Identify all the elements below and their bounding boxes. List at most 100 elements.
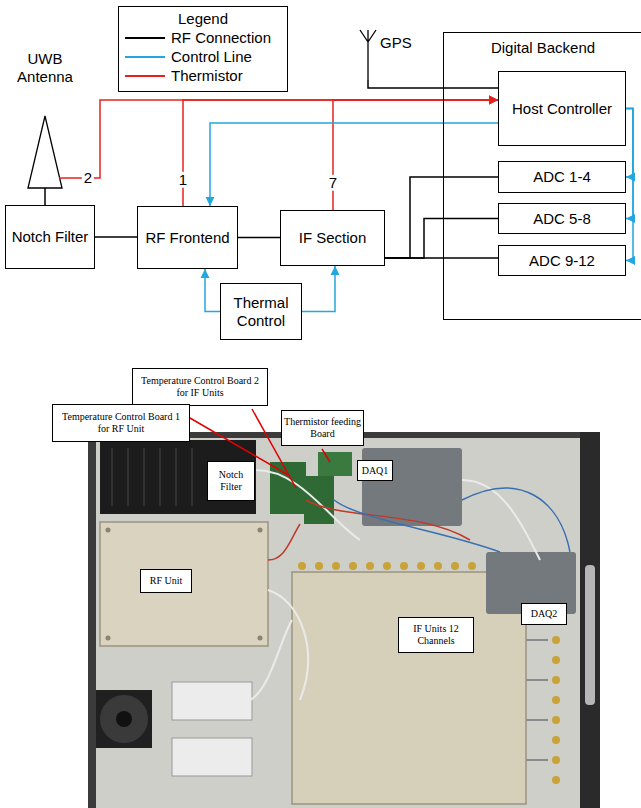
legend-line (125, 37, 165, 39)
case-frame (88, 432, 600, 808)
node-text: UWB Antenna (14, 50, 76, 86)
connector (333, 100, 498, 210)
rf-unit-housing (100, 522, 268, 646)
filter-fins (112, 448, 192, 506)
node-text: DAQ1 (362, 465, 389, 477)
callout-box: Temperature Control Board 2 for IF Units (132, 368, 268, 406)
connector (44, 192, 46, 205)
node-text: ADC 9-12 (529, 252, 595, 270)
edge-label: 2 (82, 170, 94, 187)
connector (302, 266, 335, 312)
node-text: RF Unit (150, 575, 183, 587)
node-text: Notch Filter (12, 228, 89, 246)
node-text: ADC 1-4 (533, 168, 591, 186)
connector (385, 177, 498, 258)
fan-hub (116, 711, 132, 727)
cables (268, 500, 470, 560)
legend-row: Control Line (125, 47, 287, 66)
adc-box: ADC 1-4 (498, 161, 626, 193)
arrow-head (489, 96, 498, 105)
filter-box: Notch Filter (5, 205, 95, 269)
connector (385, 257, 498, 259)
process-box: IF Section (280, 210, 385, 266)
node-text: Temperature Control Board 1 for RF Unit (55, 411, 187, 435)
gps-antenna-symbol (360, 30, 376, 80)
node-text: Temperature Control Board 2 for IF Units (135, 375, 265, 399)
edge-label: 1 (177, 171, 189, 188)
callout-box: DAQ2 (521, 603, 567, 625)
case-handle (585, 565, 595, 705)
legend-text: Control Line (171, 48, 252, 65)
legend-row: RF Connection (125, 28, 287, 47)
thermistor-lead (59, 177, 76, 179)
coupler (172, 738, 252, 776)
legend-line (125, 56, 165, 58)
screw (106, 528, 111, 533)
connector (210, 123, 498, 206)
legend-line (125, 75, 165, 77)
callout-box: Notch Filter (207, 461, 255, 501)
connector (183, 100, 498, 206)
thermistor-board (318, 452, 352, 476)
callout-box: IF Units 12 Channels (398, 617, 474, 653)
node-text: Thermistor feeding Board (284, 416, 361, 440)
legend-row: Thermistor (125, 66, 287, 85)
connector (385, 219, 498, 259)
legend-text: RF Connection (171, 29, 271, 46)
connector (95, 236, 137, 238)
node-text: Thermal Control (224, 294, 298, 330)
arrow-head (489, 96, 498, 105)
process-box: RF Frontend (137, 206, 238, 269)
fan-blades (100, 695, 148, 743)
case-wall (580, 432, 600, 808)
arrow-head (201, 269, 210, 278)
screw (258, 528, 263, 533)
cables (250, 470, 540, 700)
connector (626, 109, 633, 219)
node-text: GPS (380, 34, 412, 51)
connector (626, 109, 633, 261)
legend-line-sample (125, 52, 165, 62)
legend-text: Thermistor (171, 67, 243, 84)
leader-line (322, 449, 330, 462)
antenna-symbol: UWB Antenna (14, 50, 76, 192)
cables (526, 640, 548, 760)
node-text: ADC 5-8 (533, 210, 591, 228)
process-box: Host Controller (498, 71, 626, 146)
node-text: IF Section (299, 229, 367, 247)
callout-box: DAQ1 (357, 460, 393, 481)
gps-antenna: GPS (358, 28, 420, 80)
legend-title: Legend (119, 10, 287, 28)
node-text: DAQ2 (531, 608, 558, 620)
adc-box: ADC 9-12 (498, 245, 626, 276)
adc-box: ADC 5-8 (498, 203, 626, 234)
node-text: RF Frontend (145, 229, 229, 247)
legend-line-sample (125, 71, 165, 81)
screw (106, 636, 111, 641)
node-text: Digital Backend (444, 39, 641, 56)
antenna-stem (44, 188, 46, 192)
arrow-head (489, 96, 498, 105)
arrow-head (206, 197, 215, 206)
callout-box: Temperature Control Board 1 for RF Unit (52, 404, 190, 442)
arrow-head (626, 256, 635, 265)
callout-box: RF Unit (140, 569, 192, 593)
cables (334, 488, 570, 552)
group-box: Digital BackendHost ControllerADC 1-4ADC… (443, 32, 641, 320)
screw (258, 636, 263, 641)
edge-label: 7 (327, 174, 339, 191)
arrow-head (331, 266, 340, 275)
control-board (304, 476, 334, 524)
connector (368, 80, 498, 88)
node-text: Notch Filter (210, 469, 252, 493)
antenna-triangle (28, 116, 62, 188)
case-floor (96, 438, 580, 808)
legend-box: LegendRF ConnectionControl LineThermisto… (118, 6, 288, 92)
notch-filter-unit (100, 440, 256, 514)
node-text: Host Controller (512, 100, 612, 118)
legend-line-sample (125, 33, 165, 43)
fan-frame (96, 690, 152, 748)
connector (626, 109, 633, 178)
process-box: Thermal Control (220, 283, 302, 340)
